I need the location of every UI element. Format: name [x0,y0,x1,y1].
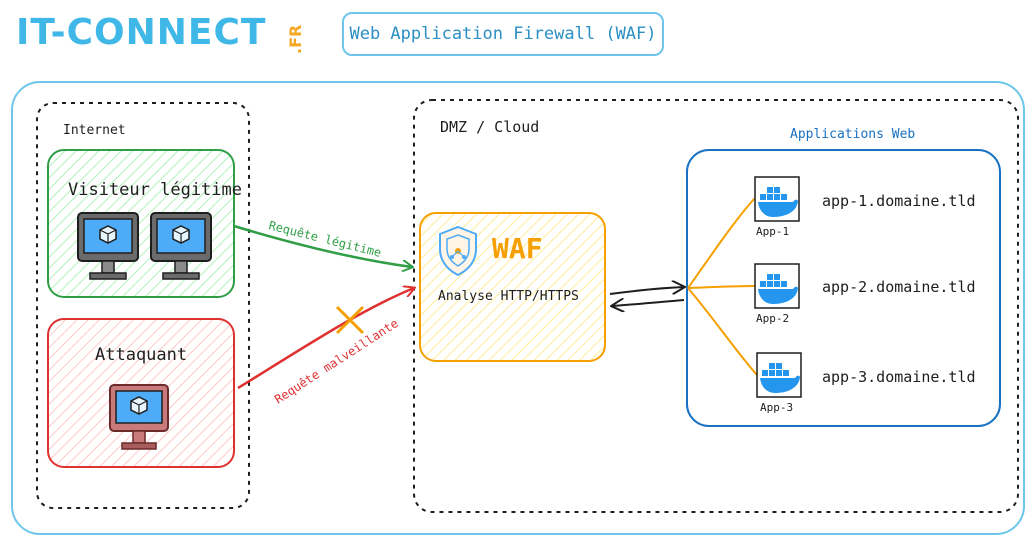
internet-zone-label: Internet [63,123,126,138]
waf-subtitle: Analyse HTTP/HTTPS [438,289,579,304]
forward-arrow [609,287,684,295]
app-domain: app-3.domaine.tld [822,368,976,386]
internet-zone [36,102,250,509]
outer-frame [11,81,1025,535]
apps-box [686,149,1001,427]
visitor-label: Visiteur légitime [68,180,242,200]
dmz-zone-label: DMZ / Cloud [440,118,540,136]
page-title: Web Application Firewall (WAF) [342,12,664,56]
return-arrow [612,300,685,306]
app-domain: app-1.domaine.tld [822,192,976,210]
apps-zone-label: Applications Web [790,127,916,142]
docker-icon [754,176,800,222]
malicious-request-arrow [237,288,414,390]
docker-icon [756,352,802,398]
waf-title: WAF [492,232,543,265]
logo: IT-CONNECT [16,12,267,53]
monitor-icon [150,212,212,280]
legit-request-label: Requête légitime [267,218,383,260]
app-tag: App-3 [760,401,794,414]
malicious-request-label: Requête malveillante [272,316,401,406]
logo-suffix: .FR [286,24,305,54]
attacker-monitor-icon [109,384,169,450]
dmz-zone [413,99,1019,513]
app-domain: app-2.domaine.tld [822,278,976,296]
app-links [687,197,758,376]
attacker-label: Attaquant [95,345,188,365]
block-cross-icon [335,305,365,335]
docker-icon [754,263,800,309]
legit-request-arrow [233,224,412,267]
monitor-icon [77,212,139,280]
shield-icon [439,225,477,277]
app-tag: App-1 [756,225,790,238]
app-tag: App-2 [756,312,790,325]
